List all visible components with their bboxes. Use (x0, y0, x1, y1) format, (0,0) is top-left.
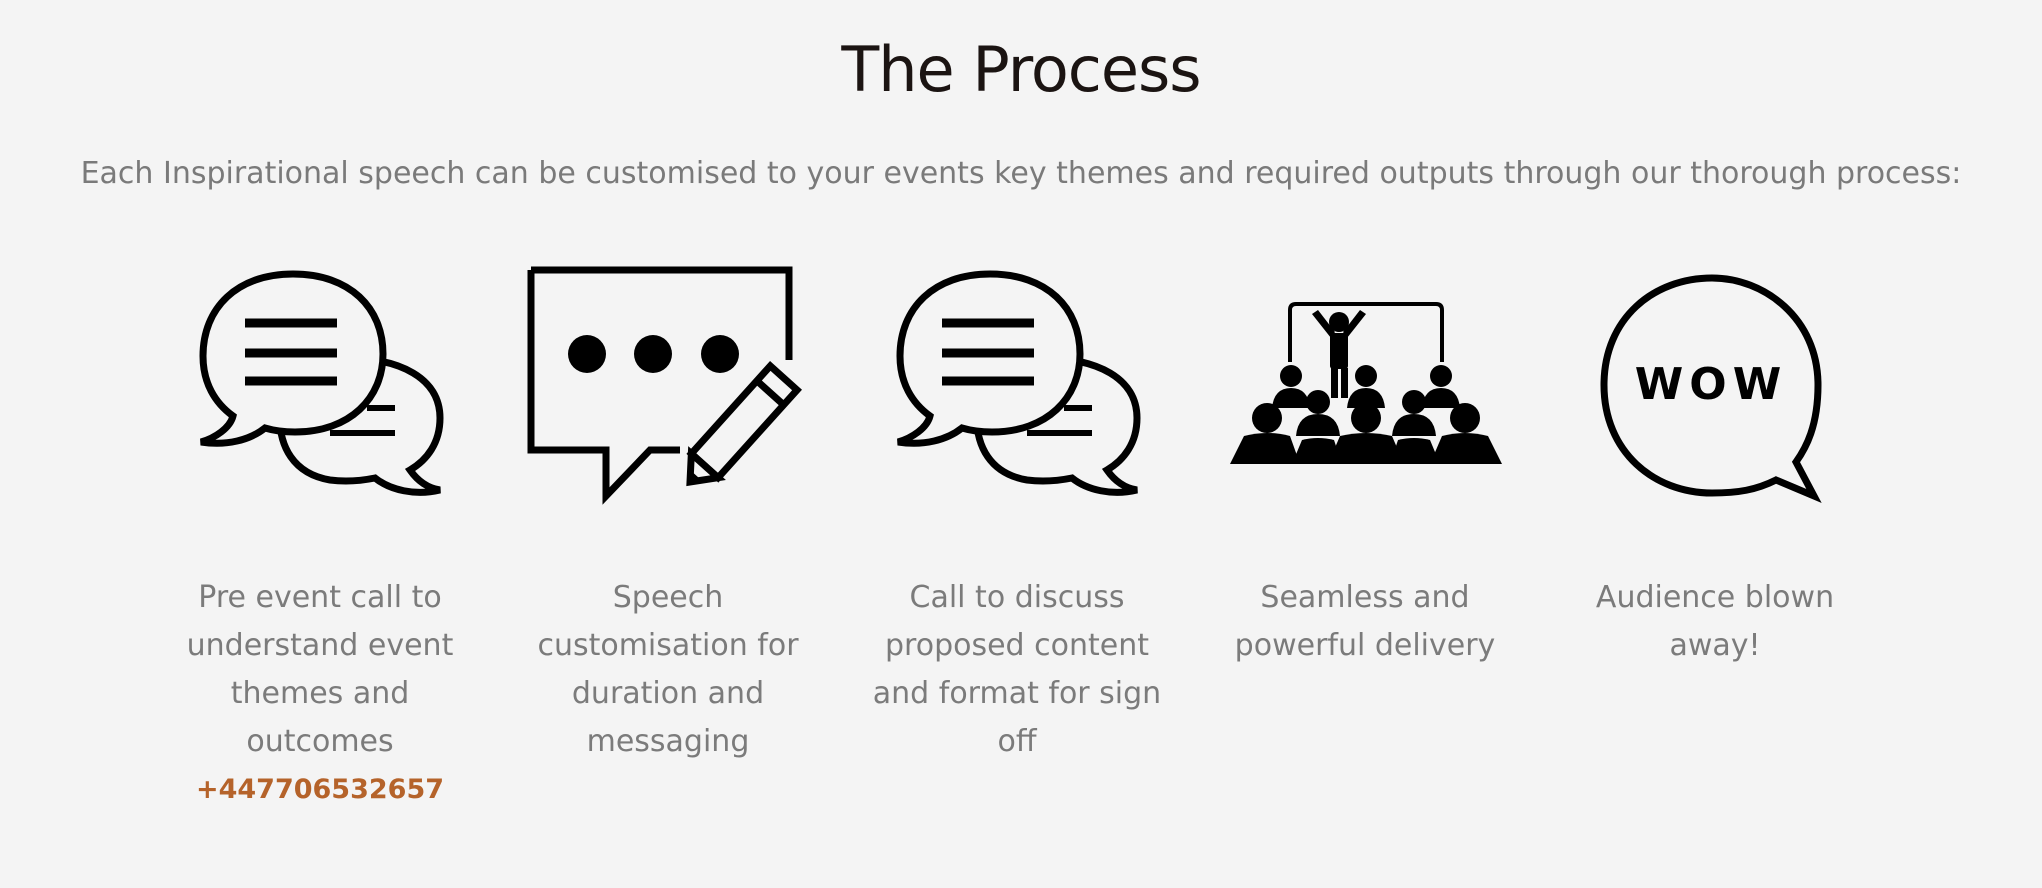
svg-text:WOW: WOW (1635, 359, 1787, 410)
step-1-label: Pre event call to understand event theme… (186, 580, 454, 759)
step-4-label: Seamless and powerful delivery (1234, 580, 1496, 663)
phone-link[interactable]: +447706532657 (195, 774, 445, 805)
step-2-label: Speech customisation for duration and me… (537, 580, 799, 759)
step-5-label: Audience blown away! (1595, 580, 1835, 663)
page-title: The Process (841, 33, 1201, 106)
intro-text: Each Inspirational speech can be customi… (80, 156, 1962, 191)
step-3-label: Call to discuss proposed content and for… (872, 580, 1162, 759)
